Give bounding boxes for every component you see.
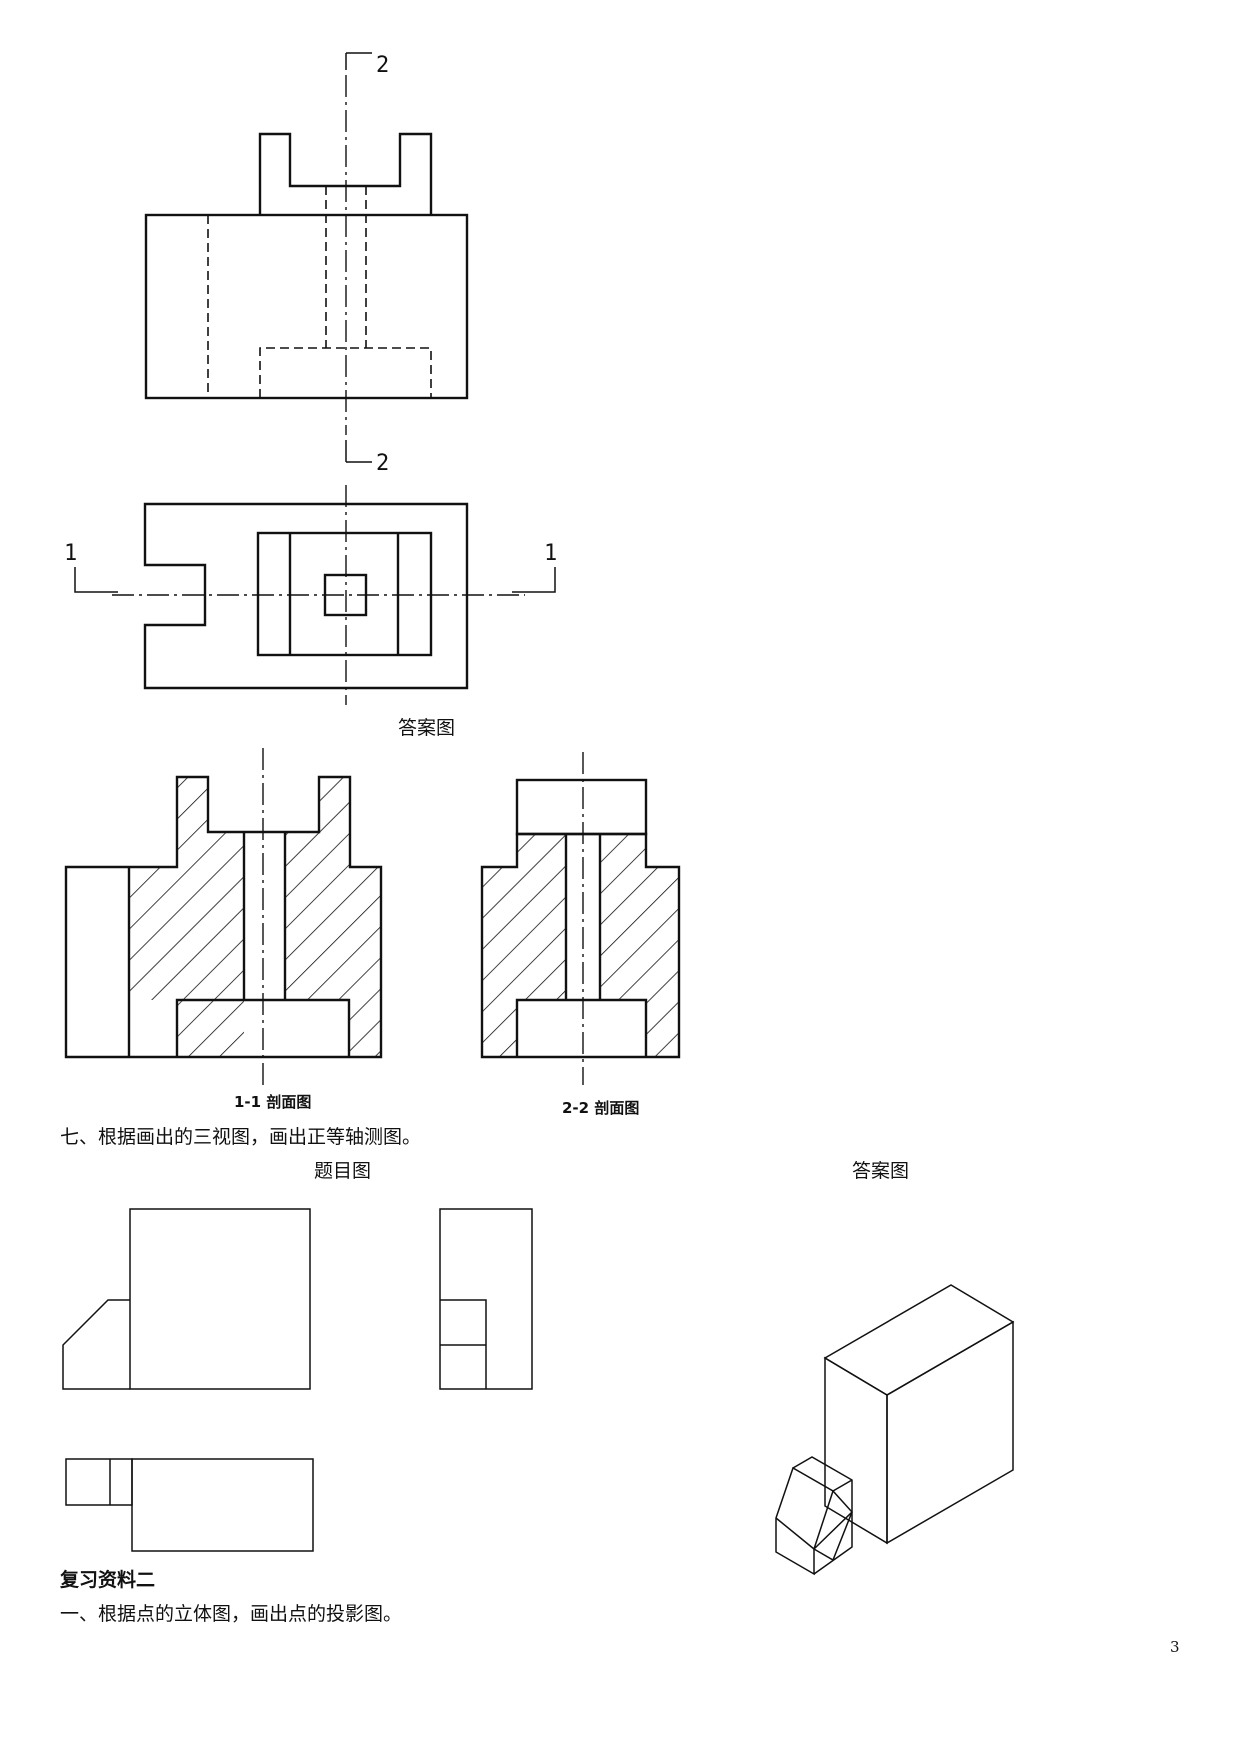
question-1: 一、根据点的立体图，画出点的投影图。: [60, 1603, 403, 1625]
answer-caption-top: 答案图: [398, 717, 456, 739]
answer-caption-isometric: 答案图: [852, 1160, 910, 1182]
section-label-2-top: 2: [376, 53, 389, 78]
problem-front-view: [62, 1208, 311, 1390]
problem-side-view: [439, 1208, 533, 1390]
section-caption-2-2: 2-2 剖面图: [562, 1099, 639, 1117]
page-number: 3: [1170, 1638, 1180, 1656]
heading-review-2: 复习资料二: [60, 1569, 156, 1591]
problem-caption: 题目图: [314, 1160, 372, 1182]
section-label-1-right: 1: [544, 541, 557, 566]
question-7: 七、根据画出的三视图，画出正等轴测图。: [60, 1126, 422, 1148]
section-2-2-view: 2-2 剖面图: [480, 752, 681, 1117]
isometric-answer: [775, 1284, 1015, 1576]
problem-top-view: [65, 1458, 314, 1552]
section-1-1-view: 1-1 剖面图: [64, 748, 383, 1111]
section-caption-1-1: 1-1 剖面图: [234, 1093, 311, 1111]
section-label-2-bottom: 2: [376, 451, 389, 476]
top-view: 1 1: [64, 485, 557, 705]
front-view: 2 2: [144, 52, 469, 476]
section-label-1-left: 1: [64, 541, 77, 566]
